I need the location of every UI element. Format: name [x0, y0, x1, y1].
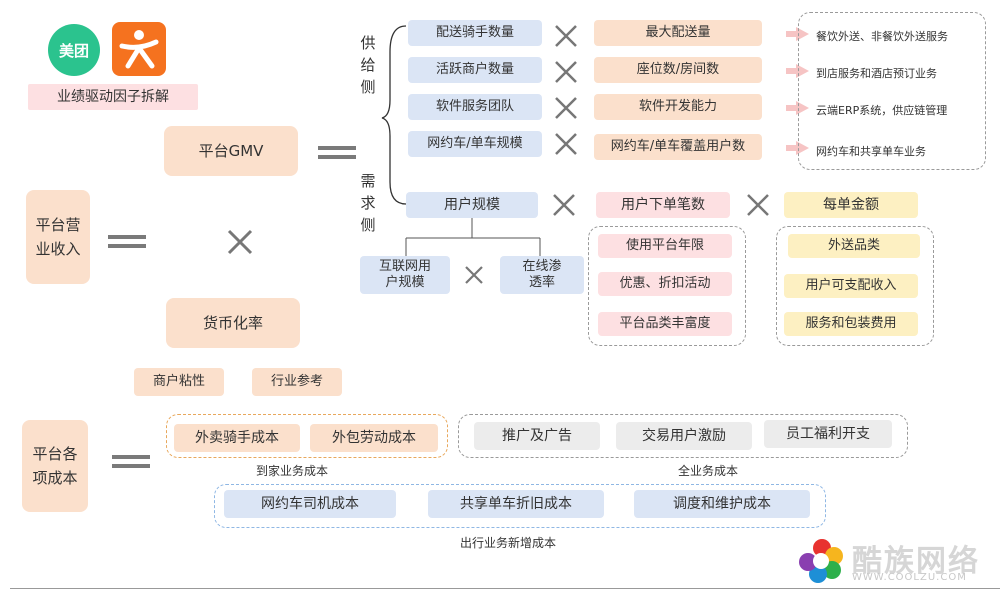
revenue-label: 平台营业收入 [35, 216, 81, 258]
meituan-logo: 美团 [48, 24, 100, 76]
order-factors-group [588, 226, 746, 346]
multiply-icon-demand-2 [747, 194, 769, 216]
arrow-right-icon-4 [796, 141, 809, 155]
supply-right-4: 网约车/单车覆盖用户数 [594, 134, 762, 160]
home-cost-2: 外包劳动成本 [310, 424, 438, 452]
multiply-icon-demand-1 [553, 194, 575, 216]
home-cost-1: 外卖骑手成本 [174, 424, 300, 452]
orders-box: 用户下单笔数 [596, 192, 730, 218]
bottom-rule [10, 588, 1000, 589]
travel-cost-3: 调度和维护成本 [634, 490, 810, 518]
equals-sign-gmv [318, 141, 356, 164]
business-desc-3: 云端ERP系统，供应链管理 [816, 104, 948, 117]
arrow-right-icon-3 [796, 101, 809, 115]
equals-sign-revenue [108, 230, 146, 253]
supply-left-1: 配送骑手数量 [408, 20, 542, 46]
business-desc-1: 餐饮外送、非餐饮外送服务 [816, 30, 948, 43]
multiply-icon-users [465, 266, 483, 284]
internet-users-box: 互联网用户规模 [360, 256, 450, 294]
all-cost-caption: 全业务成本 [678, 464, 739, 478]
watermark-name: 酷族网络 [852, 544, 980, 579]
order-factor-3: 平台品类丰富度 [598, 312, 732, 336]
business-desc-2: 到店服务和酒店预订业务 [816, 67, 937, 80]
multiply-icon-revenue [227, 229, 253, 255]
supply-left-2: 活跃商户数量 [408, 57, 542, 83]
supply-right-3: 软件开发能力 [594, 94, 762, 120]
home-cost-group [166, 414, 448, 458]
cost-label: 平台各项成本 [32, 445, 78, 487]
multiply-icon-supply-3 [555, 97, 577, 119]
online-rate-label: 在线渗透率 [522, 259, 562, 290]
dianping-person-icon [119, 30, 159, 69]
brace-line [381, 25, 407, 205]
travel-cost-2: 共享单车折旧成本 [428, 490, 604, 518]
gmv-box: 平台GMV [164, 126, 298, 176]
title-tag: 业绩驱动因子拆解 [28, 84, 198, 110]
equals-sign-cost [112, 450, 150, 473]
multiply-icon-supply-2 [555, 61, 577, 83]
business-desc-4: 网约车和共享单车业务 [816, 145, 926, 158]
multiply-icon-supply-1 [555, 25, 577, 47]
online-rate-box: 在线渗透率 [500, 256, 584, 294]
supply-right-1: 最大配送量 [594, 20, 762, 46]
internet-users-label: 互联网用户规模 [378, 259, 431, 290]
demand-side-label: 需求侧 [360, 172, 376, 234]
amount-factors-group [776, 226, 934, 346]
arrow-stem-4 [786, 145, 796, 151]
revenue-box: 平台营业收入 [26, 190, 90, 284]
home-cost-caption: 到家业务成本 [256, 464, 329, 478]
travel-cost-group [214, 484, 826, 528]
industry-reference-tag: 行业参考 [252, 368, 342, 396]
meituan-logo-text: 美团 [58, 41, 89, 60]
all-cost-1: 推广及广告 [474, 422, 600, 450]
arrow-stem-1 [786, 31, 796, 37]
arrow-stem-3 [786, 105, 796, 111]
supply-side-label: 供给侧 [360, 34, 376, 96]
travel-cost-1: 网约车司机成本 [224, 490, 396, 518]
travel-cost-caption: 出行业务新增成本 [460, 536, 557, 550]
all-cost-3: 员工福利开支 [764, 420, 892, 448]
user-scale-tree-lines [405, 218, 541, 256]
all-cost-2: 交易用户激励 [616, 422, 752, 450]
amount-factor-3: 服务和包装费用 [784, 312, 918, 336]
coolzu-logo-icon [799, 539, 843, 583]
supply-right-2: 座位数/房间数 [594, 57, 762, 83]
amount-factor-2: 用户可支配收入 [784, 274, 918, 298]
multiply-icon-supply-4 [555, 133, 577, 155]
watermark-url: WWW.COOLZU.COM [852, 572, 967, 583]
order-factor-2: 优惠、折扣活动 [598, 272, 732, 296]
user-scale-box: 用户规模 [406, 192, 538, 218]
monetization-box: 货币化率 [166, 298, 300, 348]
merchant-stickiness-tag: 商户粘性 [134, 368, 224, 396]
amount-factor-1: 外送品类 [788, 234, 920, 258]
cost-box: 平台各项成本 [22, 420, 88, 512]
dianping-logo [112, 22, 166, 76]
order-factor-1: 使用平台年限 [598, 234, 732, 258]
all-cost-group [458, 414, 908, 458]
supply-left-4: 网约车/单车规模 [408, 131, 542, 157]
amount-box: 每单金额 [784, 192, 918, 218]
arrow-right-icon-2 [796, 64, 809, 78]
arrow-stem-2 [786, 68, 796, 74]
arrow-right-icon-1 [796, 27, 809, 41]
business-group [798, 12, 986, 170]
supply-left-3: 软件服务团队 [408, 94, 542, 120]
